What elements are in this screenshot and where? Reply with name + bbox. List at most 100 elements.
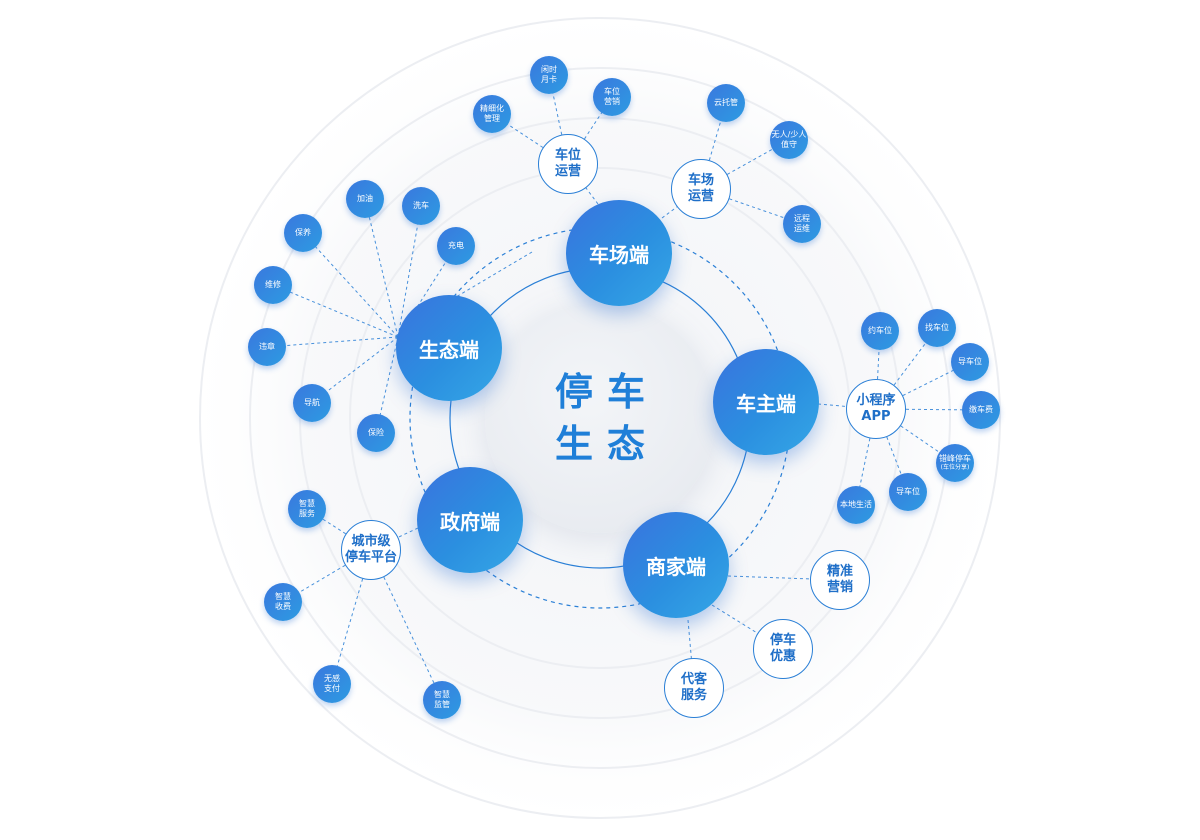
leaf-mini-program-2-text: 找车位	[925, 323, 949, 333]
leaf-ecology-2-text: 洗车	[413, 201, 429, 211]
leaf-ecology-5[interactable]: 维修	[254, 266, 292, 304]
leaf-lot-operation-3-line-2: 运维	[794, 224, 810, 233]
leaf-city-platform-3-line-1: 无感	[324, 674, 340, 683]
leaf-city-platform-1-text: 智慧服务	[299, 499, 315, 519]
merchant-parking-discount-line-1: 停车	[769, 633, 796, 648]
center-line-2: 生态	[554, 422, 659, 466]
leaf-city-platform-2[interactable]: 智慧收费	[264, 583, 302, 621]
background-ring-1	[199, 17, 1001, 819]
node-car-owner-label: 车主端	[736, 391, 796, 416]
leaf-mini-program-6[interactable]: 导车位	[889, 473, 927, 511]
connector-ecology-leaf-8	[375, 336, 399, 434]
leaf-lot-operation-2-line-2: 值守	[780, 140, 797, 149]
leaf-mini-program-6-line-1: 导车位	[896, 487, 920, 496]
leaf-mini-program-4[interactable]: 缴车费	[962, 391, 1000, 429]
leaf-ecology-7-text: 导航	[304, 398, 320, 408]
leaf-ecology-7-line-1: 导航	[304, 398, 320, 407]
leaf-city-platform-3-text: 无感支付	[324, 674, 340, 694]
hub-city-platform[interactable]: 城市级停车平台	[341, 520, 401, 580]
leaf-ecology-4[interactable]: 保养	[284, 214, 322, 252]
hub-city-platform-line-2: 停车平台	[344, 550, 397, 565]
node-parking-lot-label: 车场端	[589, 242, 649, 267]
leaf-ecology-6[interactable]: 违章	[248, 328, 286, 366]
leaf-mini-program-1-line-1: 约车位	[868, 326, 892, 335]
leaf-lot-operation-1[interactable]: 云托管	[707, 84, 745, 122]
leaf-lot-operation-2-line-1: 无人/少人	[771, 130, 807, 139]
leaf-city-platform-2-line-2: 收费	[275, 602, 291, 611]
leaf-city-platform-4-text: 智慧监管	[434, 690, 450, 710]
hub-space-operation-line-1: 车位	[554, 148, 581, 163]
leaf-space-operation-2[interactable]: 闲时月卡	[530, 56, 568, 94]
leaf-ecology-8[interactable]: 保险	[357, 414, 395, 452]
leaf-ecology-1[interactable]: 加油	[346, 180, 384, 218]
merchant-parking-discount-line-2: 优惠	[769, 649, 796, 664]
hub-mini-program-line-2: APP	[861, 409, 891, 424]
leaf-ecology-7[interactable]: 导航	[293, 384, 331, 422]
leaf-space-operation-2-text: 闲时月卡	[541, 65, 557, 85]
hub-city-platform-line-1: 城市级	[351, 534, 391, 549]
leaf-lot-operation-2[interactable]: 无人/少人值守	[770, 121, 808, 159]
hub-mini-program-line-1: 小程序	[856, 393, 896, 408]
connector-mini_program-leaf-7	[855, 408, 877, 506]
leaf-mini-program-3[interactable]: 导车位	[951, 343, 989, 381]
hub-space-operation-text: 车位运营	[555, 148, 581, 180]
hub-city-platform-text: 城市级停车平台	[345, 534, 397, 566]
connector-ecology-leaf-2	[397, 205, 422, 338]
leaf-city-platform-1[interactable]: 智慧服务	[288, 490, 326, 528]
merchant-precise-marketing-line-2: 营销	[826, 580, 853, 595]
leaf-mini-program-2[interactable]: 找车位	[918, 309, 956, 347]
leaf-city-platform-3-line-2: 支付	[324, 684, 340, 693]
connector-ecology-leaf-6	[266, 336, 399, 348]
leaf-city-platform-2-text: 智慧收费	[275, 592, 291, 612]
hub-lot-operation[interactable]: 车场运营	[671, 159, 731, 219]
leaf-space-operation-3[interactable]: 车位营销	[593, 78, 631, 116]
merchant-parking-discount[interactable]: 停车优惠	[753, 619, 813, 679]
hub-space-operation[interactable]: 车位运营	[538, 134, 598, 194]
merchant-valet-service[interactable]: 代客服务	[664, 658, 724, 718]
connector-city_platform-leaf-4	[370, 549, 443, 701]
leaf-space-operation-1[interactable]: 精细化管理	[473, 95, 511, 133]
center-node: 停车 生态	[485, 303, 715, 533]
center-line-1: 停车	[554, 370, 659, 414]
leaf-mini-program-1[interactable]: 约车位	[861, 312, 899, 350]
leaf-mini-program-7-text: 本地生活	[840, 500, 872, 510]
leaf-mini-program-5[interactable]: 错峰停车(车位分享)	[936, 444, 974, 482]
leaf-city-platform-3[interactable]: 无感支付	[313, 665, 351, 703]
node-ecology[interactable]: 生态端	[396, 295, 502, 401]
merchant-valet-service-line-1: 代客	[680, 672, 707, 687]
node-car-owner[interactable]: 车主端	[713, 349, 819, 455]
leaf-city-platform-4[interactable]: 智慧监管	[423, 681, 461, 719]
leaf-mini-program-5-line-1: 错峰停车	[939, 454, 971, 463]
leaf-ecology-4-line-1: 保养	[295, 228, 311, 237]
leaf-city-platform-1-line-1: 智慧	[299, 499, 315, 508]
leaf-lot-operation-2-text: 无人/少人值守	[772, 130, 807, 150]
merchant-precise-marketing[interactable]: 精准营销	[810, 550, 870, 610]
merchant-parking-discount-text: 停车优惠	[770, 633, 796, 665]
merchant-precise-marketing-line-1: 精准	[826, 564, 853, 579]
leaf-space-operation-2-line-2: 月卡	[541, 75, 557, 84]
leaf-ecology-2-line-1: 洗车	[413, 201, 429, 210]
node-ecology-label: 生态端	[419, 337, 479, 362]
leaf-mini-program-4-text: 缴车费	[969, 405, 993, 415]
leaf-ecology-2[interactable]: 洗车	[402, 187, 440, 225]
leaf-ecology-3-text: 充电	[448, 241, 464, 251]
leaf-mini-program-1-text: 约车位	[868, 326, 892, 336]
leaf-city-platform-4-line-2: 监管	[434, 700, 450, 709]
node-merchant-label: 商家端	[646, 554, 706, 579]
node-government[interactable]: 政府端	[417, 467, 523, 573]
leaf-ecology-8-text: 保险	[368, 428, 384, 438]
merchant-valet-service-text: 代客服务	[681, 672, 707, 704]
node-merchant[interactable]: 商家端	[623, 512, 729, 618]
leaf-ecology-4-text: 保养	[295, 228, 311, 238]
leaf-city-platform-4-line-1: 智慧	[434, 690, 450, 699]
leaf-space-operation-1-text: 精细化管理	[480, 104, 504, 124]
node-government-label: 政府端	[440, 509, 500, 534]
node-parking-lot[interactable]: 车场端	[566, 200, 672, 306]
leaf-mini-program-5-line-2: (车位分享)	[940, 464, 970, 471]
leaf-lot-operation-3[interactable]: 远程运维	[783, 205, 821, 243]
leaf-ecology-3[interactable]: 充电	[437, 227, 475, 265]
leaf-mini-program-7[interactable]: 本地生活	[837, 486, 875, 524]
